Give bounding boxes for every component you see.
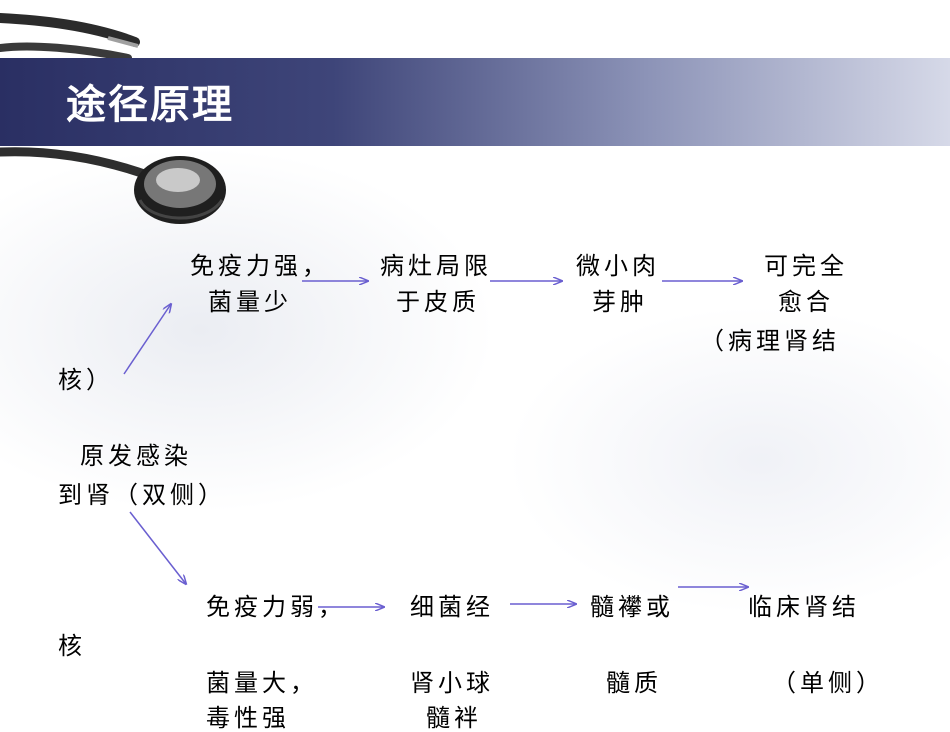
origin-line2: 到肾（双侧） [58,481,226,509]
slide-title: 途径原理 [66,82,234,128]
strong-step2-line2: 于皮质 [396,288,480,316]
stethoscope-chestpiece [0,147,226,224]
strong-step1-line1: 免疫力强， [190,252,330,280]
weak-step3-line2: 髓质 [606,669,662,697]
stethoscope-icon [0,13,140,62]
weak-step2-line2: 肾小球 [410,669,494,697]
arrow-origin-up [123,304,171,375]
weak-step1-line2: 菌量大， [206,669,318,697]
origin-line1: 原发感染 [80,442,192,470]
weak-step2-line1: 细菌经 [410,593,494,621]
strong-step4-line2: 愈合 [778,288,834,316]
strong-step3-line2: 芽肿 [592,288,648,316]
strong-step3-line1: 微小肉 [576,252,660,280]
title-band [0,58,950,146]
weak-step4-line2: （单侧） [772,669,884,697]
weak-step4-line1: 临床肾结 [748,593,860,621]
strong-step4-line1: 可完全 [764,252,848,280]
weak-step3-line1: 髓襻或 [590,593,674,621]
strong-step1-line2: 菌量少 [208,288,292,316]
arrow-origin-down [129,511,186,584]
strong-note: （病理肾结 [700,327,840,355]
weak-note-end: 核 [58,632,86,660]
strong-step2-line1: 病灶局限 [380,252,492,280]
flow-arrows [123,0,950,713]
strong-note-end: 核） [58,366,114,394]
